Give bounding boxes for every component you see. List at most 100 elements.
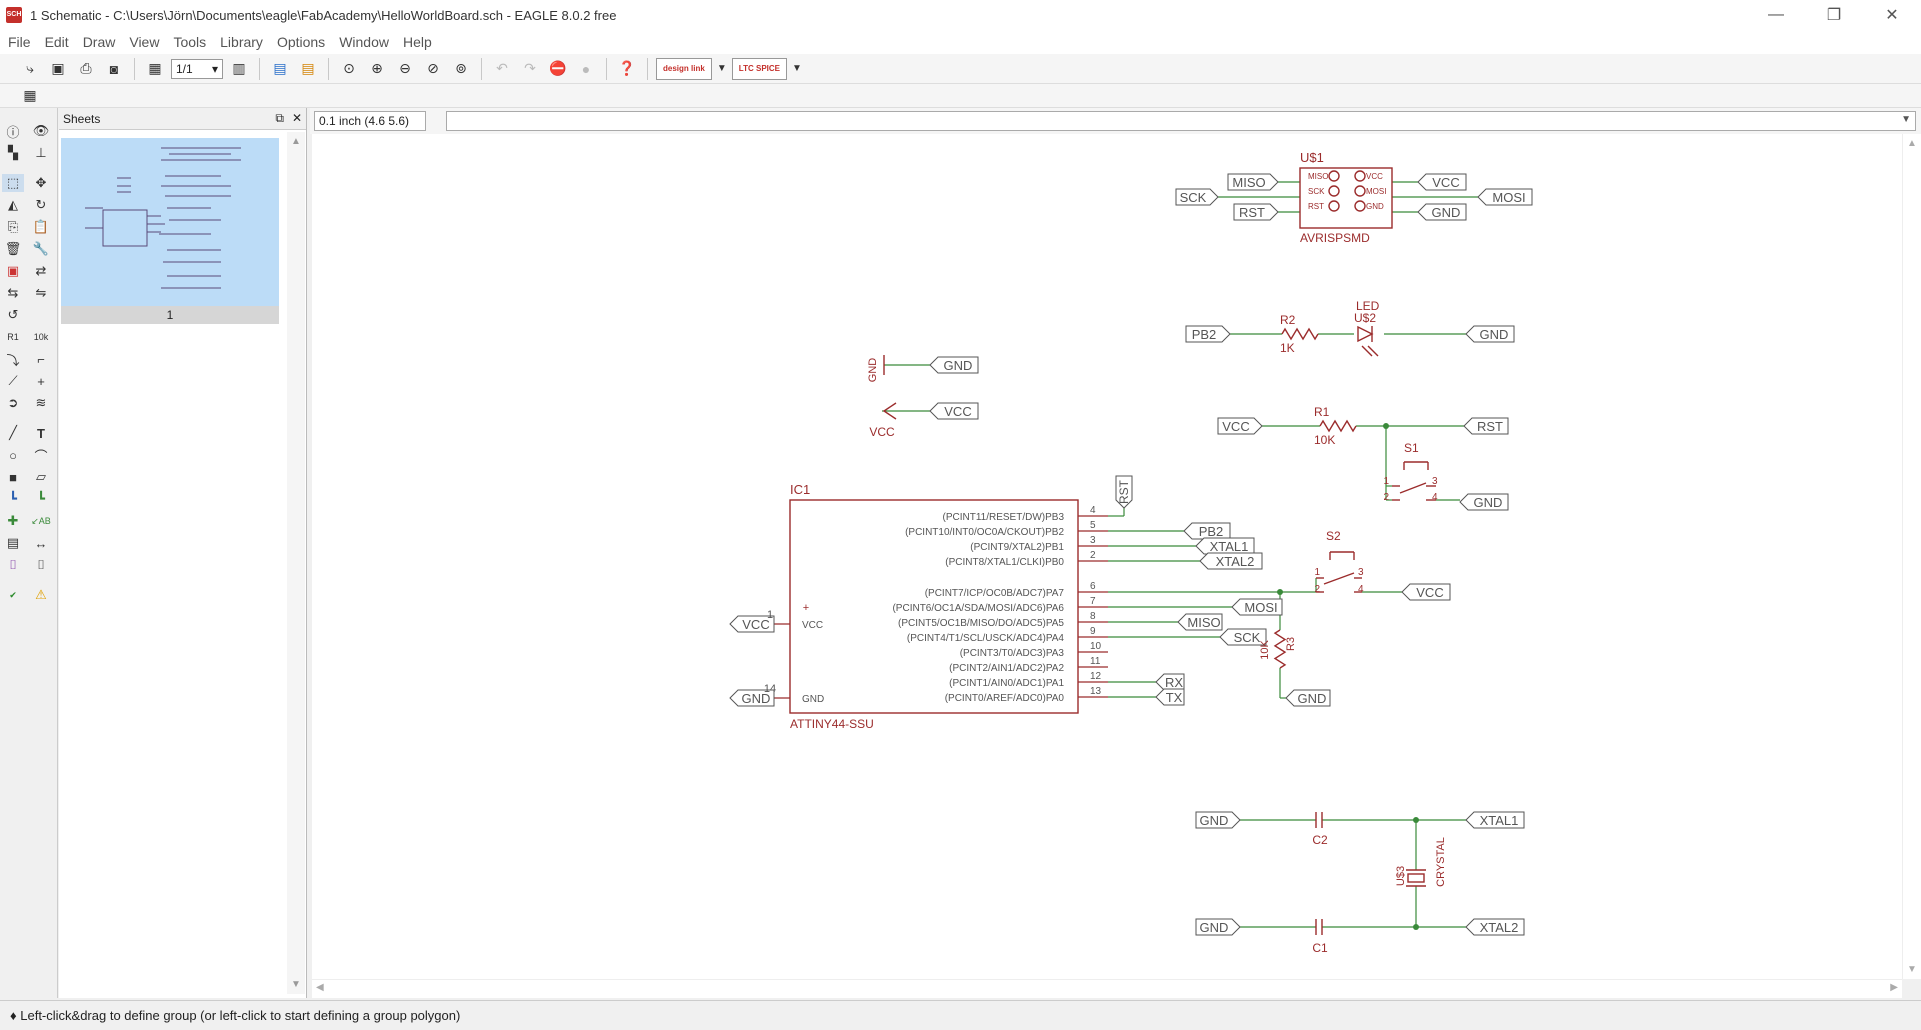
menu-tools[interactable]: Tools — [173, 34, 207, 50]
zoom-in-icon[interactable]: ⊕ — [371, 60, 383, 76]
minimize-button[interactable]: — — [1768, 6, 1784, 23]
attribute-icon[interactable]: ▤ — [6, 535, 20, 550]
scroll-up-icon[interactable]: ▲ — [291, 136, 301, 147]
canvas-vertical-scrollbar[interactable]: ▲ ▼ — [1902, 134, 1921, 979]
command-input[interactable]: ▼ — [446, 111, 1916, 131]
frame-icon[interactable]: ⌷ — [9, 557, 17, 572]
help-icon[interactable]: ❓ — [618, 60, 636, 76]
chevron-down-icon[interactable]: ▼ — [716, 63, 727, 74]
mark-icon[interactable]: ⊥ — [35, 145, 47, 160]
menu-options[interactable]: Options — [276, 34, 326, 50]
move-icon[interactable]: ✥ — [35, 175, 47, 190]
save-icon[interactable]: ▣ — [51, 60, 65, 76]
stop-icon[interactable]: ⛔ — [549, 60, 567, 76]
crystal-body — [1407, 873, 1425, 883]
paste-icon[interactable]: 📋 — [32, 219, 50, 234]
undo-icon[interactable]: ↶ — [496, 60, 508, 76]
label-gnd-shape — [1465, 325, 1515, 343]
pin-swap-icon[interactable]: ⇋ — [35, 285, 47, 300]
replace-icon[interactable]: ⇄ — [35, 263, 47, 278]
arc-icon[interactable]: ⌒ — [34, 448, 48, 464]
route-icon[interactable]: ➲ — [7, 395, 19, 410]
maximize-button[interactable]: ❐ — [1826, 7, 1842, 24]
show-icon[interactable]: 👁 — [32, 123, 50, 138]
zoom-fit-icon[interactable]: ⊙ — [343, 60, 355, 76]
ratsnest-icon[interactable]: ≋ — [35, 395, 47, 410]
rect-icon[interactable]: ■ — [9, 469, 17, 485]
menu-view[interactable]: View — [129, 34, 160, 50]
menu-file[interactable]: File — [8, 34, 31, 50]
label-xtal1-shape — [1465, 811, 1525, 829]
float-icon[interactable]: ⧉ — [275, 111, 284, 125]
board-switch-icon[interactable]: ▦ — [148, 60, 162, 76]
cam-icon[interactable]: ◙ — [109, 60, 119, 77]
erc-icon[interactable]: ✔ — [9, 589, 17, 600]
library-icon[interactable]: ▥ — [232, 60, 246, 76]
sheets-scrollbar[interactable]: ▲ ▼ — [287, 132, 305, 994]
sheet-select[interactable]: 1/1 ▾ — [171, 58, 223, 79]
go-icon[interactable]: ● — [581, 60, 591, 77]
circle-icon[interactable]: ○ — [9, 447, 17, 463]
sheet-thumbnail[interactable] — [61, 138, 279, 306]
bus-icon[interactable]: ┗ — [9, 491, 17, 506]
dimension-icon[interactable]: ↔ — [34, 535, 48, 551]
scroll-right-icon[interactable]: ▶ — [1890, 982, 1898, 993]
zoom-out-icon[interactable]: ⊖ — [399, 60, 411, 76]
open-icon[interactable]: ⤷ — [26, 60, 34, 76]
zoom-select-icon[interactable]: ⊘ — [427, 60, 439, 76]
wire-icon[interactable]: ╱ — [9, 425, 17, 440]
print-icon[interactable]: ⎙ — [80, 60, 92, 76]
smash-icon[interactable]: ⤵ — [6, 352, 20, 368]
redo-icon[interactable]: ↷ — [524, 60, 536, 76]
info-icon[interactable]: ⓘ — [6, 124, 20, 140]
invoke-icon[interactable]: ↺ — [7, 307, 19, 322]
label-xtal1: XTAL1 — [1210, 539, 1249, 554]
name-icon[interactable]: R1 — [7, 332, 19, 342]
chevron-down-icon[interactable]: ▼ — [792, 63, 802, 74]
module-icon[interactable]: ⌷ — [37, 557, 45, 572]
menu-help[interactable]: Help — [402, 34, 432, 50]
menu-draw[interactable]: Draw — [82, 34, 116, 50]
mirror-icon[interactable]: ◭ — [8, 197, 18, 212]
scroll-down-icon[interactable]: ▼ — [1907, 964, 1917, 975]
gate-swap-icon[interactable]: ⇆ — [7, 285, 19, 300]
menu-window[interactable]: Window — [339, 34, 389, 50]
group-icon[interactable]: ⬚ — [2, 174, 24, 192]
net-icon[interactable]: ┗ — [37, 491, 45, 506]
menu-edit[interactable]: Edit — [44, 34, 69, 50]
script-icon[interactable]: ▤ — [273, 60, 287, 76]
value-icon[interactable]: 10k — [33, 332, 49, 342]
scroll-down-icon[interactable]: ▼ — [291, 979, 301, 990]
copy-icon[interactable]: ⎘ — [7, 219, 19, 234]
label-icon[interactable]: ↙AB — [31, 515, 51, 526]
led-arrow-a — [1361, 345, 1373, 357]
display-icon[interactable]: ▚ — [8, 145, 18, 160]
close-icon[interactable]: ✕ — [291, 111, 302, 125]
canvas-horizontal-scrollbar[interactable]: ◀ ▶ — [312, 979, 1902, 998]
redraw-icon[interactable]: ⊚ — [455, 60, 467, 76]
label-rst: RST — [1117, 479, 1131, 504]
scroll-left-icon[interactable]: ◀ — [316, 982, 324, 993]
optimize-icon[interactable]: + — [37, 373, 45, 389]
delete-icon[interactable]: 🗑 — [4, 241, 22, 256]
scroll-up-icon[interactable]: ▲ — [1907, 138, 1917, 149]
split-icon[interactable]: ⟋ — [8, 373, 18, 388]
design-link-button[interactable]: design link — [656, 57, 712, 80]
label-gnd: GND — [1200, 920, 1229, 935]
properties-icon[interactable]: 🔧 — [32, 241, 50, 256]
rotate-icon[interactable]: ↻ — [35, 197, 47, 212]
ulp-icon[interactable]: ▤ — [301, 60, 315, 76]
ltspice-button[interactable]: LTC SPICE — [731, 57, 787, 80]
grid-icon[interactable]: ▦ — [23, 87, 37, 103]
text-icon[interactable]: T — [37, 425, 45, 441]
close-button[interactable]: ✕ — [1885, 7, 1899, 24]
warning-icon[interactable]: ⚠ — [35, 587, 47, 602]
polygon-icon[interactable]: ▱ — [36, 469, 46, 484]
add-icon[interactable]: ▣ — [6, 263, 20, 278]
chevron-down-icon[interactable]: ▼ — [1901, 114, 1911, 125]
label-gnd-shape — [1417, 203, 1467, 221]
junction-icon[interactable]: ✚ — [7, 513, 19, 528]
menu-library[interactable]: Library — [220, 34, 263, 50]
miter-icon[interactable]: ⌐ — [37, 351, 45, 367]
